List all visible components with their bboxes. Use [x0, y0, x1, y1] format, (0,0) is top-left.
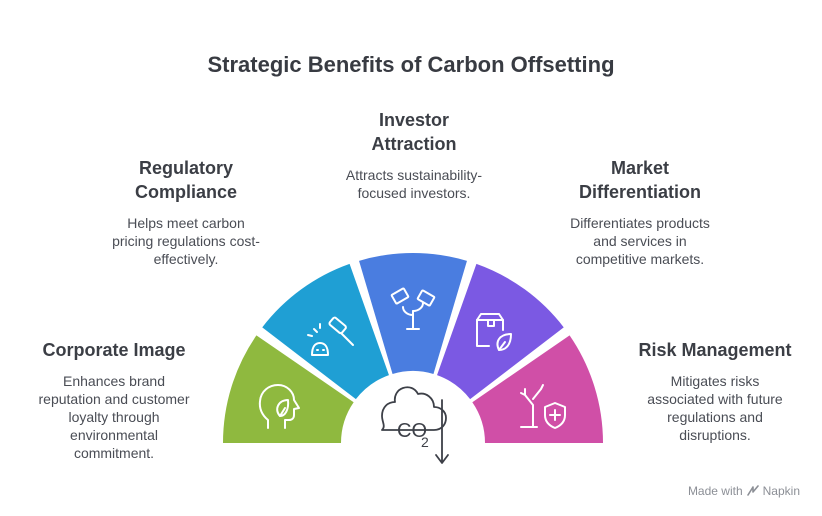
co2-label: CO — [397, 420, 427, 442]
desc-investor-attraction: Attracts sustainability- focused investo… — [345, 167, 483, 201]
co2-subscript: 2 — [421, 434, 429, 450]
tree-shield-icon — [520, 384, 566, 429]
block-corporate-image: Corporate Image Enhances brand reputatio… — [14, 338, 214, 462]
napkin-logo-icon — [746, 485, 759, 496]
fan-segment-2 — [262, 263, 389, 400]
heading-risk-management: Risk Management — [638, 340, 792, 360]
desc-corporate-image: Enhances brand reputation and customer l… — [38, 373, 190, 461]
desc-regulatory-compliance: Helps meet carbon pricing regulations co… — [112, 215, 260, 267]
head-leaf-icon — [258, 384, 300, 429]
footer-text: Made with — [687, 484, 743, 498]
heading-regulatory-compliance: Regulatory Compliance — [134, 158, 238, 202]
co2-cloud-icon — [381, 386, 449, 464]
heading-corporate-image: Corporate Image — [42, 340, 186, 360]
money-plant-icon — [390, 287, 436, 330]
heading-investor-attraction: Investor Attraction — [371, 110, 457, 154]
box-leaf-icon — [476, 313, 512, 351]
page-title: Strategic Benefits of Carbon Offsetting — [207, 52, 615, 77]
block-regulatory-compliance: Regulatory Compliance Helps meet carbon … — [86, 156, 286, 268]
desc-market-differentiation: Differentiates products and services in … — [570, 215, 710, 267]
heading-market-differentiation: Market Differentiation — [578, 158, 701, 202]
fan-segment-4 — [437, 263, 564, 400]
footer-brand: Napkin — [762, 484, 800, 498]
block-investor-attraction: Investor Attraction Attracts sustainabil… — [314, 108, 514, 202]
block-market-differentiation: Market Differentiation Differentiates pr… — [540, 156, 740, 268]
block-risk-management: Risk Management Mitigates risks associat… — [610, 338, 820, 444]
desc-risk-management: Mitigates risks associated with future r… — [647, 373, 783, 443]
gavel-icon — [307, 316, 354, 356]
footer-credit: Made with Napkin — [688, 484, 800, 498]
fan-segment-5 — [472, 335, 603, 443]
